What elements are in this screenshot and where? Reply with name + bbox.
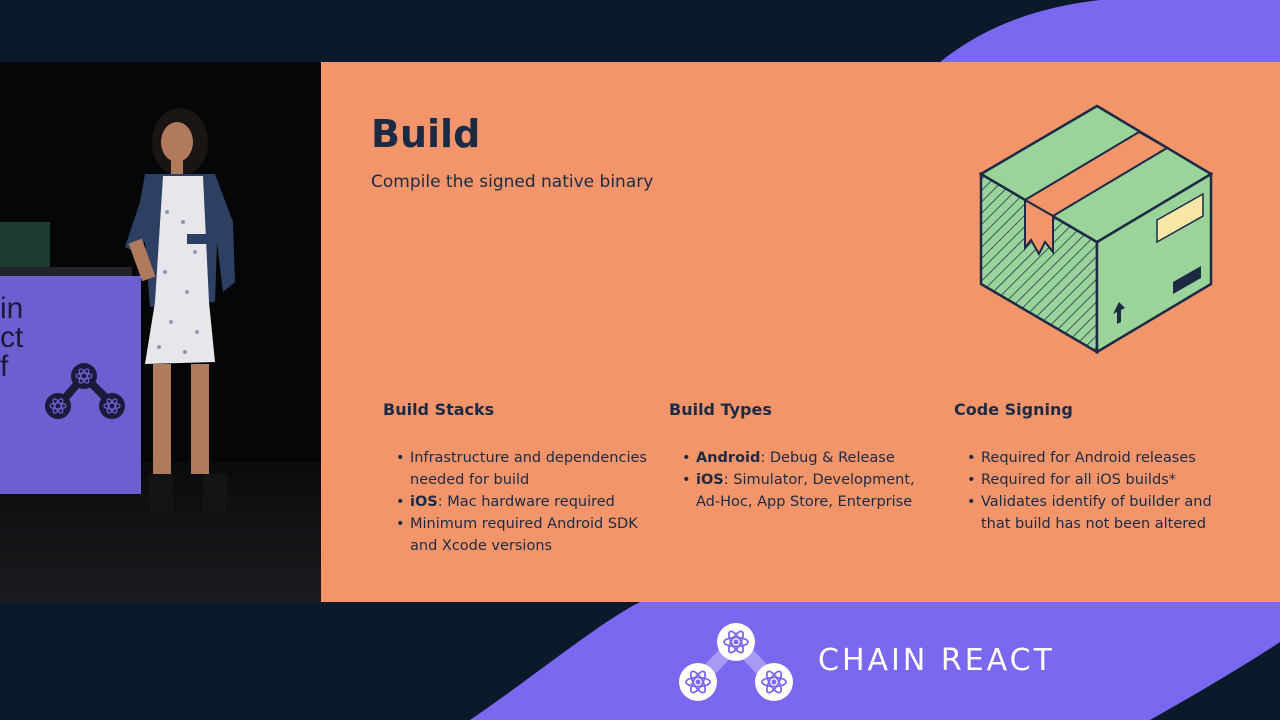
list-item: Validates identify of builder and that b… (967, 491, 1224, 535)
slide-title: Build (371, 112, 481, 156)
react-atom-triad-icon (45, 363, 125, 419)
slide-subtitle: Compile the signed native binary (371, 172, 654, 192)
speaker-figure (125, 108, 235, 514)
column-heading: Build Stacks (383, 400, 495, 419)
list-item: Android: Debug & Release (682, 447, 939, 469)
podium (0, 276, 141, 494)
podium-text: in ct f (0, 292, 24, 383)
column-build-types: Build Types Android: Debug & Release iOS… (669, 400, 939, 513)
list-item: Required for Android releases (967, 447, 1224, 469)
purple-wave-bottom (470, 602, 1280, 720)
list-item: iOS: Mac hardware required (396, 491, 653, 513)
speaker-video: in ct f (0, 62, 321, 602)
cardboard-box-icon (979, 104, 1214, 354)
list-item: Required for all iOS builds* (967, 469, 1224, 491)
laptop (0, 222, 50, 268)
react-atom-triad-icon (679, 623, 793, 701)
purple-corner-shape-top (940, 0, 1280, 62)
brand-name: CHAIN REACT (818, 643, 1055, 678)
list-item: Infrastructure and dependencies needed f… (396, 447, 653, 491)
list-item: Minimum required Android SDK and Xcode v… (396, 513, 653, 557)
presentation-slide: Build Compile the signed native binary B… (321, 62, 1280, 602)
column-heading: Code Signing (954, 400, 1073, 419)
column-build-stacks: Build Stacks Infrastructure and dependen… (383, 400, 653, 557)
column-code-signing: Code Signing Required for Android releas… (954, 400, 1224, 535)
column-heading: Build Types (669, 400, 772, 419)
list-item: iOS: Simulator, Development, Ad-Hoc, App… (682, 469, 939, 513)
